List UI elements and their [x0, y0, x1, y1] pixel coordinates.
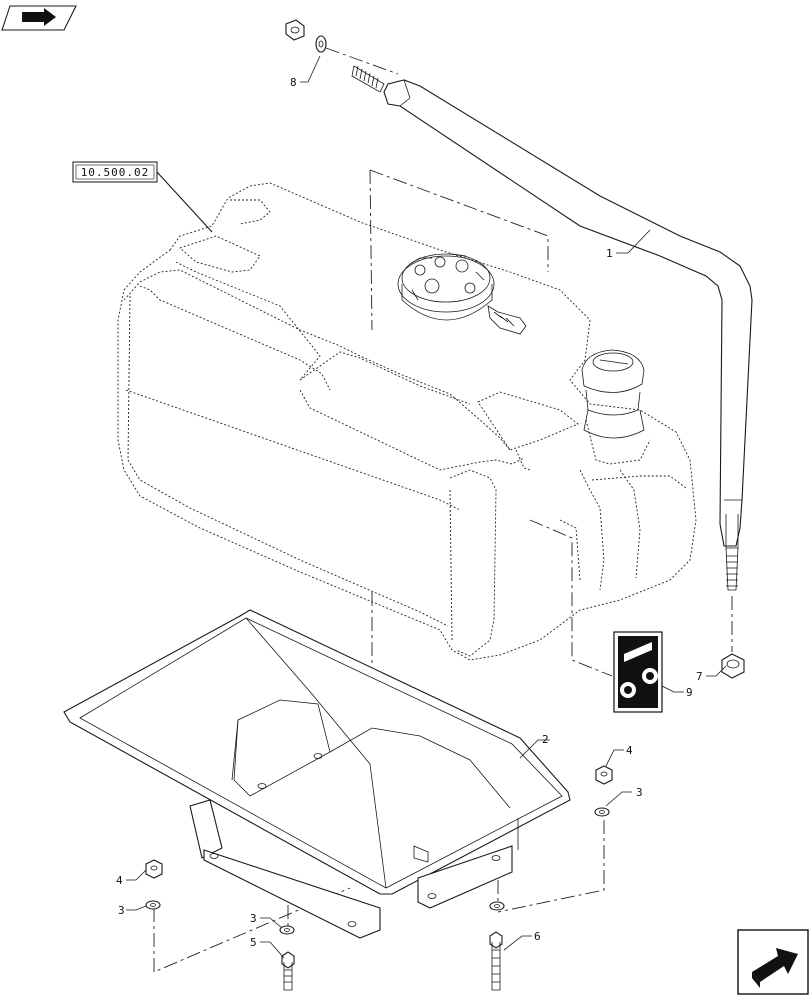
callout-5[interactable]: 5 — [250, 936, 257, 949]
callout-4-right[interactable]: 4 — [626, 744, 633, 757]
next-page-arrow-icon[interactable] — [737, 929, 809, 995]
reference-box-label: 10.500.02 — [81, 166, 150, 179]
callout-4-left[interactable]: 4 — [116, 874, 123, 887]
callout-leaders — [126, 55, 727, 959]
callout-9[interactable]: 9 — [686, 686, 693, 699]
callout-3-middle[interactable]: 3 — [250, 912, 257, 925]
callout-2[interactable]: 2 — [542, 733, 549, 746]
callout-3-right[interactable]: 3 — [636, 786, 643, 799]
flange-nut — [721, 653, 745, 679]
callout-3-left[interactable]: 3 — [118, 904, 125, 917]
decal — [613, 631, 663, 713]
tray-fasteners — [145, 765, 613, 991]
top-nut — [285, 19, 327, 53]
callout-1[interactable]: 1 — [606, 247, 613, 260]
reference-box[interactable]: 10.500.02 — [72, 161, 213, 233]
book-arrow-icon[interactable] — [1, 5, 77, 31]
tank-strap — [351, 65, 753, 591]
callout-7[interactable]: 7 — [696, 670, 703, 683]
fuel-tank — [117, 182, 697, 661]
callout-8[interactable]: 8 — [290, 76, 297, 89]
callout-6[interactable]: 6 — [534, 930, 541, 943]
tank-support-tray — [63, 609, 571, 939]
